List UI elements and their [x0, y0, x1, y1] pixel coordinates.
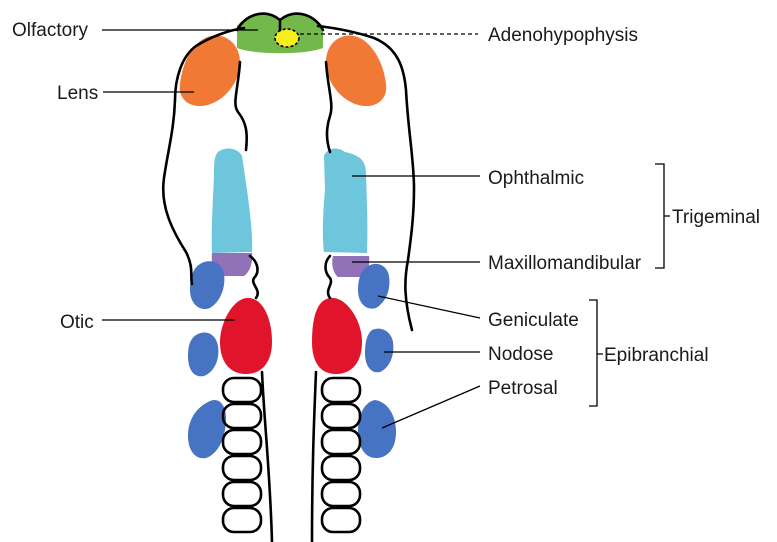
somite: [223, 456, 261, 480]
somite: [322, 378, 360, 402]
somite: [322, 482, 360, 506]
label-lens: Lens: [57, 83, 98, 104]
neural-tube-left-bottom: [262, 372, 272, 542]
somite: [223, 430, 261, 454]
bracket-trigeminal: [655, 164, 670, 268]
neural-tube-right-lower: [326, 256, 331, 298]
otic-placode-right: [312, 298, 362, 374]
label-trigeminal: Trigeminal: [672, 207, 760, 228]
somite: [223, 508, 261, 532]
somites-right: [322, 378, 360, 532]
petrosal-placode-right: [358, 400, 396, 458]
nodose-placode-right: [365, 329, 393, 373]
label-epibranchial: Epibranchial: [604, 345, 709, 366]
label-olfactory: Olfactory: [12, 20, 89, 41]
adenohypophysis-placode: [275, 29, 299, 47]
label-ophthalmic: Ophthalmic: [488, 168, 584, 189]
neural-tube-right-bottom: [312, 372, 316, 542]
leader-petrosal: [382, 386, 480, 428]
nodose-placode-left: [188, 332, 218, 376]
otic-placode-left: [220, 298, 272, 374]
lens-placode-right: [326, 35, 386, 106]
somites-left: [223, 378, 261, 532]
label-nodose: Nodose: [488, 344, 554, 365]
ophthalmic-placode-left: [212, 149, 252, 253]
ophthalmic-placode-right: [323, 149, 368, 253]
label-petrosal: Petrosal: [488, 378, 558, 399]
petrosal-placode-left: [188, 400, 226, 458]
somite: [322, 430, 360, 454]
somite: [223, 378, 261, 402]
bracket-epibranchial: [589, 300, 603, 406]
label-adenohypophysis: Adenohypophysis: [488, 25, 638, 46]
somite: [322, 404, 360, 428]
label-otic: Otic: [60, 312, 94, 333]
somite: [322, 456, 360, 480]
label-maxillomandibular: Maxillomandibular: [488, 253, 642, 274]
somite: [223, 404, 261, 428]
somite: [322, 508, 360, 532]
geniculate-placode-left: [190, 261, 224, 309]
somite: [223, 482, 261, 506]
lens-placode-left: [180, 35, 240, 106]
label-geniculate: Geniculate: [488, 310, 579, 331]
leader-geniculate: [378, 296, 480, 318]
